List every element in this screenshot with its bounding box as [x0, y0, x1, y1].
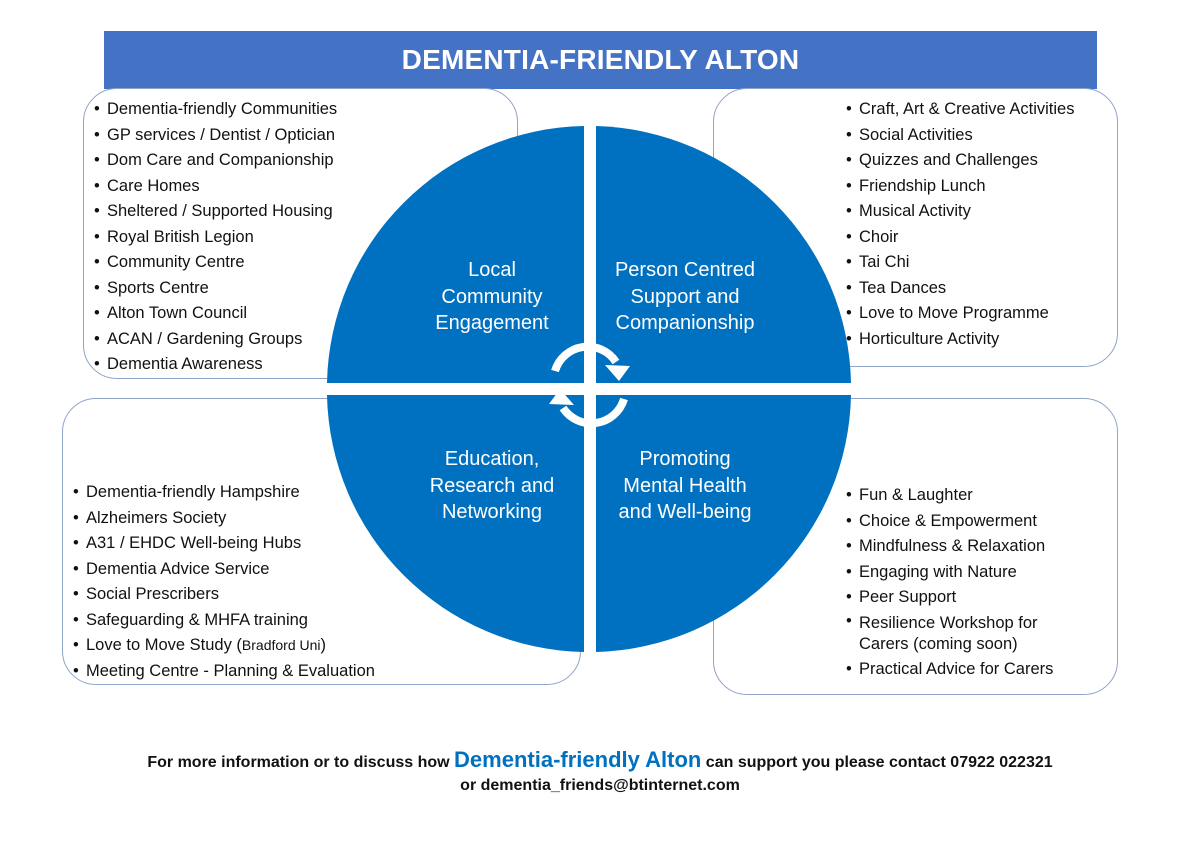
footer-contact: For more information or to discuss how D…	[0, 747, 1200, 773]
label-education: Education, Research and Networking	[392, 446, 592, 526]
label-local-community: Local Community Engagement	[392, 257, 592, 337]
list-item: Tai Chi	[846, 250, 1074, 276]
footer-text: can support you please contact 07922 022…	[701, 754, 1053, 771]
list-item: Practical Advice for Carers	[846, 657, 1053, 683]
list-item: Sports Centre	[94, 276, 337, 302]
footer-text: For more information or to discuss how	[147, 754, 455, 771]
label-line: Networking	[441, 501, 543, 523]
list-item: Community Centre	[94, 250, 337, 276]
list-local-community: Dementia-friendly Communities GP service…	[94, 97, 337, 378]
list-person-centred: Craft, Art & Creative Activities Social …	[846, 97, 1074, 352]
label-line: Engagement	[435, 312, 549, 334]
list-item: Meeting Centre - Planning & Evaluation	[73, 659, 375, 685]
footer-brand: Dementia-friendly Alton	[454, 747, 702, 772]
item-note: Bradford Uni	[241, 637, 321, 653]
quadrant-bottom-right	[596, 395, 851, 652]
label-line: Research and	[429, 474, 555, 497]
label-line: Promoting	[639, 448, 731, 470]
quadrant-top-right	[596, 126, 851, 383]
item-line: Resilience Workshop for	[859, 613, 1038, 632]
list-item: Quizzes and Challenges	[846, 148, 1074, 174]
list-item: Craft, Art & Creative Activities	[846, 97, 1074, 123]
list-item: Dementia Awareness	[94, 352, 337, 378]
list-item: Horticulture Activity	[846, 327, 1074, 353]
label-line: Support and	[630, 285, 740, 308]
list-item: Safeguarding & MHFA training	[73, 608, 375, 634]
item-text: Love to Move Study (	[86, 636, 242, 654]
label-mental-health: Promoting Mental Health and Well-being	[585, 446, 785, 526]
list-item: Dementia Advice Service	[73, 557, 375, 583]
label-line: and Well-being	[618, 501, 752, 523]
list-item: Musical Activity	[846, 199, 1074, 225]
list-item: Friendship Lunch	[846, 174, 1074, 200]
quadrant-bottom-left	[327, 395, 584, 652]
quadrant-top-left	[327, 126, 584, 383]
list-item: Peer Support	[846, 585, 1053, 611]
list-item: Social Activities	[846, 123, 1074, 149]
label-line: Companionship	[615, 312, 755, 334]
list-item: Alzheimers Society	[73, 506, 375, 532]
title-banner: DEMENTIA-FRIENDLY ALTON	[104, 31, 1097, 89]
cycle-arrows-icon	[551, 342, 628, 428]
list-item: Dementia-friendly Hampshire	[73, 480, 375, 506]
list-item: Dom Care and Companionship	[94, 148, 337, 174]
label-line: Mental Health	[623, 474, 747, 497]
list-item: Engaging with Nature	[846, 560, 1053, 586]
list-item: Choir	[846, 225, 1074, 251]
item-line: Carers (coming soon)	[859, 634, 1018, 653]
item-text: )	[320, 636, 327, 654]
list-item: GP services / Dentist / Optician	[94, 123, 337, 149]
list-item: Tea Dances	[846, 276, 1074, 302]
list-item: Fun & Laughter	[846, 483, 1053, 509]
list-item: Sheltered / Supported Housing	[94, 199, 337, 225]
list-item: Care Homes	[94, 174, 337, 200]
list-item: A31 / EHDC Well-being Hubs	[73, 531, 375, 557]
list-item: Choice & Empowerment	[846, 509, 1053, 535]
list-item: Royal British Legion	[94, 225, 337, 251]
list-item: Social Prescribers	[73, 582, 375, 608]
label-person-centred: Person Centred Support and Companionship	[585, 257, 785, 337]
label-line: Person Centred	[614, 259, 756, 281]
list-item: ACAN / Gardening Groups	[94, 327, 337, 353]
list-mental-health: Fun & Laughter Choice & Empowerment Mind…	[846, 483, 1053, 682]
list-item: Alton Town Council	[94, 301, 337, 327]
label-line: Community	[441, 285, 543, 308]
list-item: Mindfulness & Relaxation	[846, 534, 1053, 560]
list-education: Dementia-friendly Hampshire Alzheimers S…	[73, 480, 375, 684]
list-item: Love to Move Programme	[846, 301, 1074, 327]
label-line: Education,	[444, 448, 540, 470]
list-item: Dementia-friendly Communities	[94, 97, 337, 123]
footer-email[interactable]: or dementia_friends@btinternet.com	[460, 777, 740, 794]
label-line: Local	[468, 259, 516, 281]
list-item: Love to Move Study (Bradford Uni)	[73, 633, 375, 659]
